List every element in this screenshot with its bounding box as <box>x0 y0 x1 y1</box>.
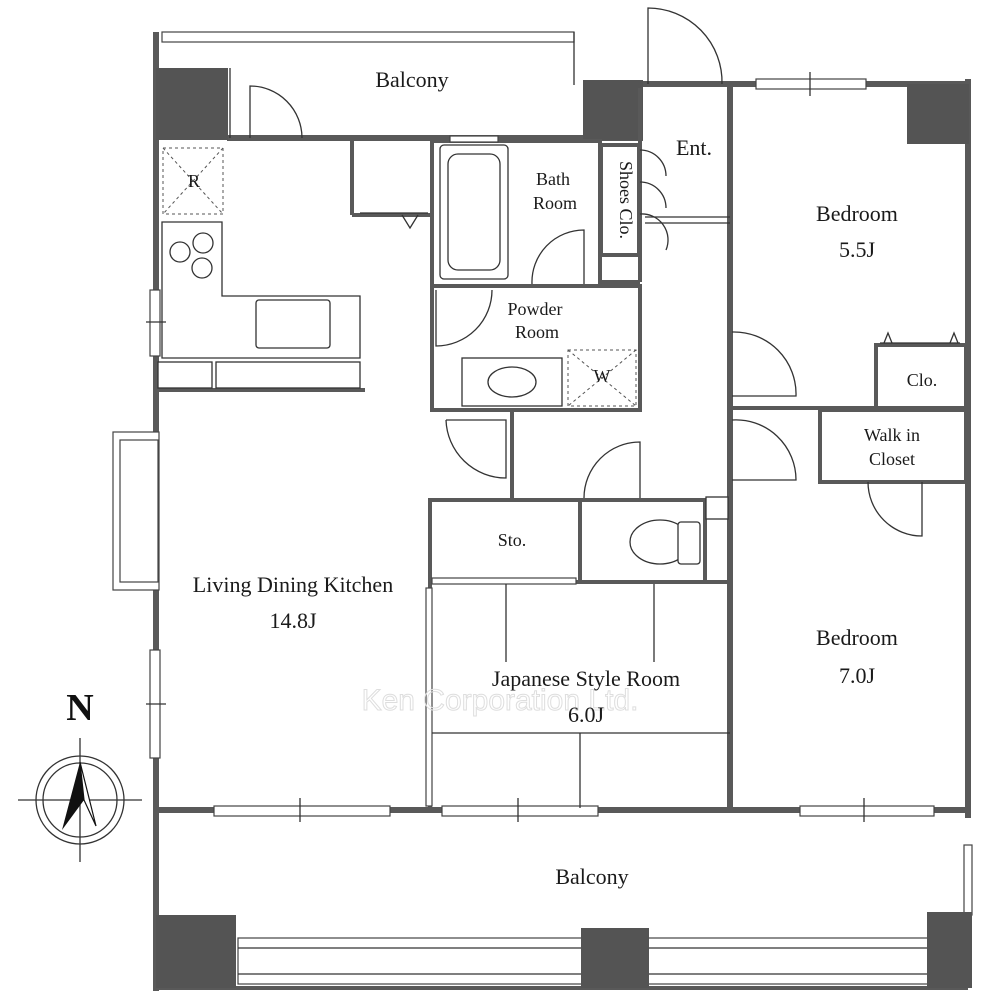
bath-room-label-line2: Room <box>533 193 577 213</box>
toilet <box>629 519 701 565</box>
bedroom-1-name: Bedroom <box>816 201 898 226</box>
tatami-mats <box>432 584 730 808</box>
refrigerator-label: R <box>188 171 200 191</box>
balcony-bottom-label: Balcony <box>555 864 628 889</box>
watermark: Ken Corporation Ltd. <box>362 684 639 717</box>
compass-needle-icon <box>62 762 84 830</box>
pillars <box>156 68 972 988</box>
powder-room-label-line1: Powder <box>508 299 563 319</box>
walk-in-closet-label-line1: Walk in <box>864 425 920 445</box>
ldk-name: Living Dining Kitchen <box>193 572 393 597</box>
balcony-top-label: Balcony <box>375 67 448 92</box>
japanese-room-size: 6.0J <box>568 702 605 727</box>
stove-burner-icon <box>192 232 214 254</box>
washer-label: W <box>594 366 611 386</box>
kitchen-sink <box>255 299 331 349</box>
compass-rose: N <box>18 687 142 862</box>
bedroom-2-size: 7.0J <box>839 663 876 688</box>
bedroom-2-name: Bedroom <box>816 625 898 650</box>
shoes-closet-label: Shoes Clo. <box>616 161 636 239</box>
windows <box>112 72 935 822</box>
stove-burner-icon <box>191 257 213 279</box>
refrigerator-space <box>162 147 224 215</box>
closet-label: Clo. <box>907 370 938 390</box>
north-label: N <box>66 687 93 729</box>
japanese-room-name: Japanese Style Room <box>492 666 680 691</box>
top-balcony-railing <box>161 31 575 138</box>
bedroom-1-size: 5.5J <box>839 237 876 262</box>
interior-walls <box>156 88 968 808</box>
kitchen-cupboard <box>215 361 361 389</box>
storage-label: Sto. <box>498 530 527 550</box>
washbasin <box>487 366 537 398</box>
washer-space <box>567 349 637 407</box>
entrance-label: Ent. <box>676 135 712 160</box>
powder-room-label-line2: Room <box>515 322 559 342</box>
ldk-size: 14.8J <box>269 608 317 633</box>
room-labels: Balcony Ent. Bath Room Shoes Clo. Bedroo… <box>188 67 937 889</box>
kitchen-fixtures <box>157 147 361 389</box>
entrance-door <box>647 7 723 85</box>
bath-room-label-line1: Bath <box>536 169 570 189</box>
bath-fixtures <box>439 144 701 565</box>
doors <box>249 7 960 807</box>
stove-burner-icon <box>169 241 191 263</box>
walk-in-closet-label-line2: Closet <box>869 449 915 469</box>
